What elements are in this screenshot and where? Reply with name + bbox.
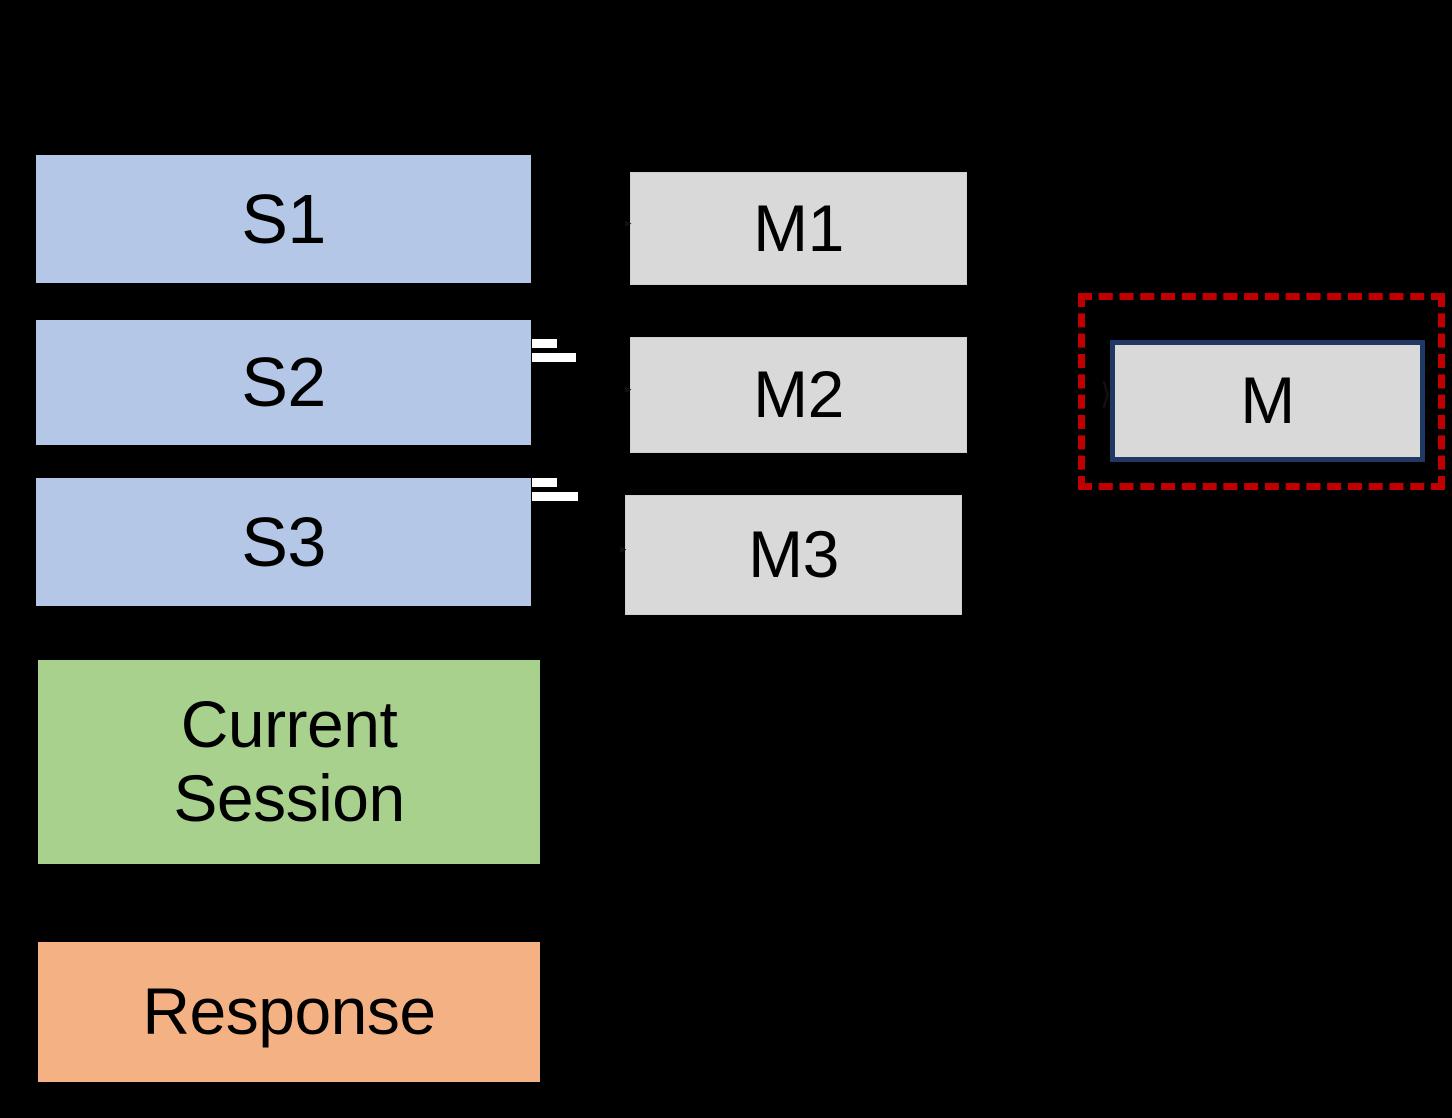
merged-memory-box-m-label: M: [1240, 363, 1295, 438]
arrowhead-into-m2: ▸: [625, 381, 632, 396]
session-box-s1[interactable]: S1: [36, 155, 531, 283]
session-box-s3-label: S3: [241, 502, 326, 581]
connector-s2-lower: [532, 353, 576, 362]
arrowhead-into-merged-m: ⟩: [1100, 378, 1112, 411]
response-label: Response: [142, 974, 436, 1049]
session-box-s3[interactable]: S3: [36, 478, 531, 606]
session-box-s2[interactable]: S2: [36, 320, 531, 445]
memory-box-m2-label: M2: [753, 357, 844, 432]
arrowhead-into-m1: ▸: [625, 215, 632, 230]
connector-s3-lower: [532, 492, 578, 501]
current-session-box[interactable]: Current Session: [38, 660, 540, 864]
memory-box-m3-label: M3: [748, 517, 839, 592]
session-box-s2-label: S2: [241, 343, 326, 422]
connector-s3-upper: [532, 478, 557, 487]
arrowhead-into-m3: ▸: [620, 541, 627, 556]
memory-box-m1[interactable]: M1: [630, 172, 967, 285]
merged-memory-highlight-region: [1078, 293, 1445, 490]
response-box[interactable]: Response: [38, 942, 540, 1082]
memory-box-m2[interactable]: M2: [630, 337, 967, 453]
memory-box-m3[interactable]: M3: [625, 495, 962, 615]
session-box-s1-label: S1: [241, 179, 326, 258]
connector-s2-upper: [532, 339, 557, 348]
current-session-label: Current Session: [173, 687, 405, 835]
memory-box-m1-label: M1: [753, 190, 844, 265]
merged-memory-box-m[interactable]: M: [1110, 340, 1425, 462]
